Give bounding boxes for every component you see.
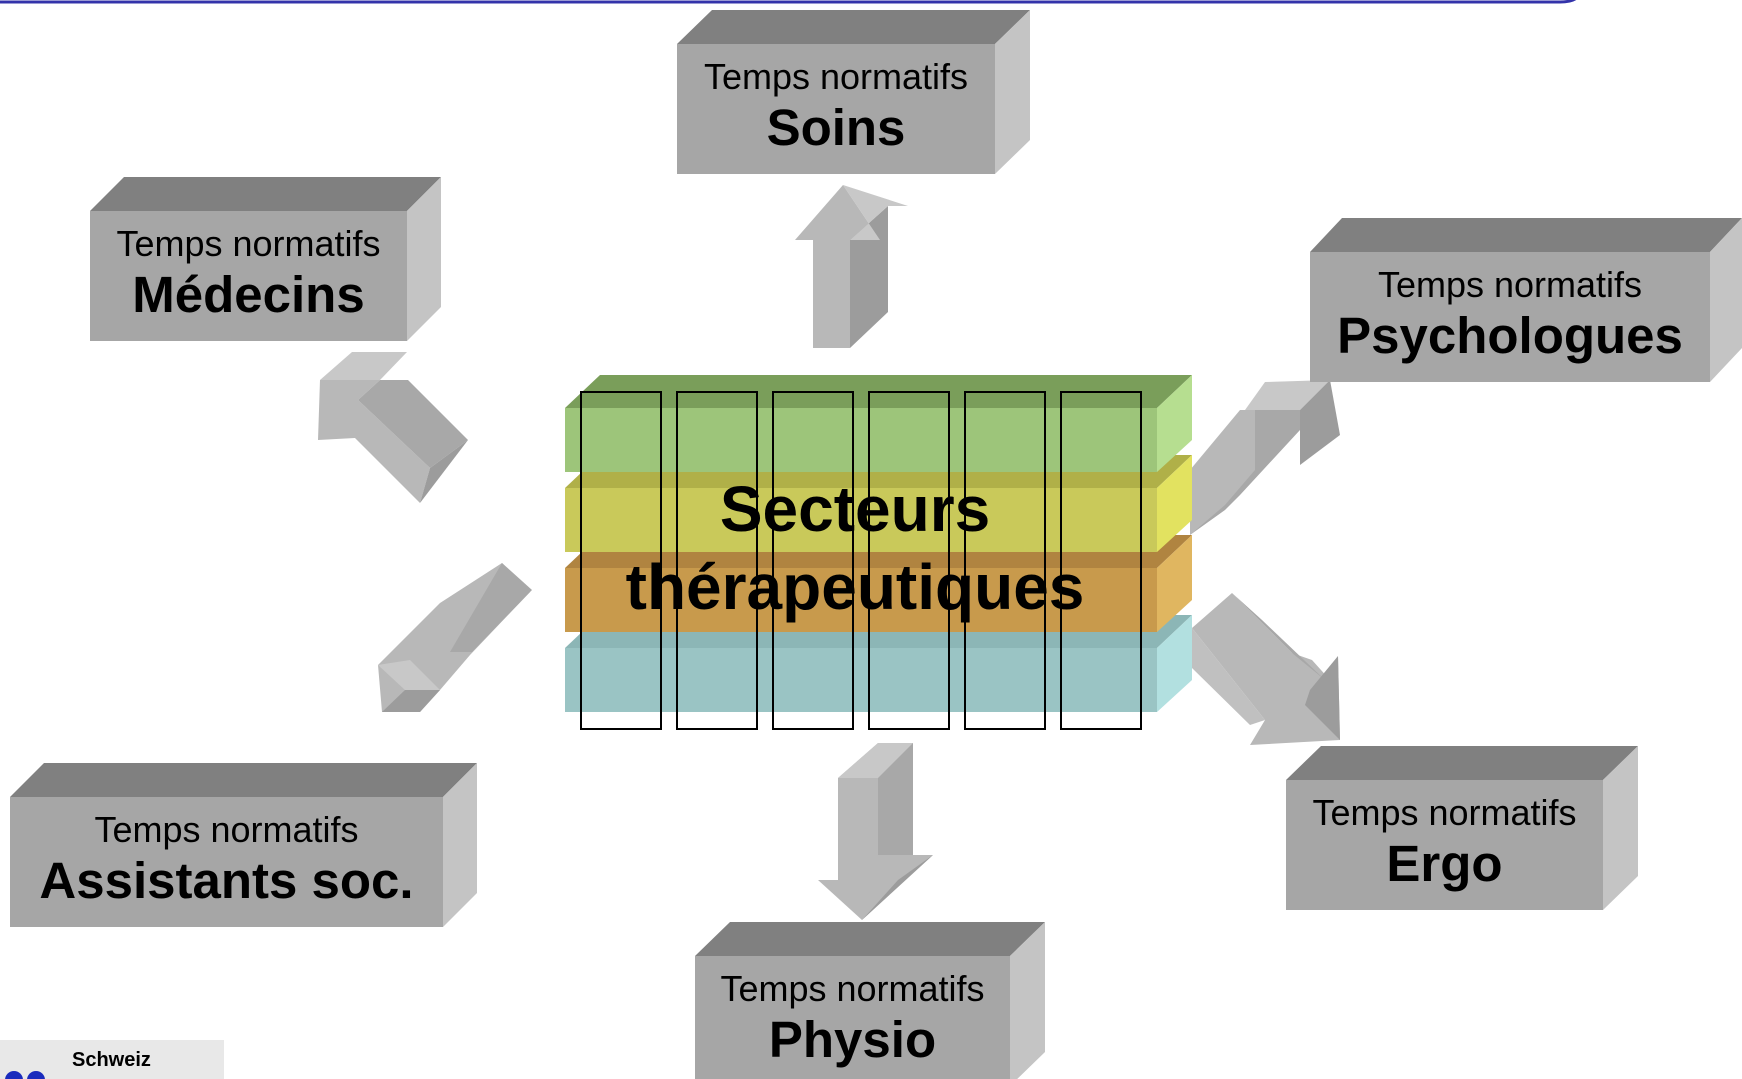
center-title: Secteurs thérapeutiques — [565, 470, 1145, 626]
label-soins: Temps normatifs Soins — [677, 55, 995, 157]
label-physio-main: Physio — [768, 1011, 937, 1068]
label-ergo-sub: Temps normatifs — [1312, 792, 1577, 833]
label-assistants: Temps normatifs Assistants soc. — [10, 808, 443, 910]
label-ergo-main: Ergo — [1386, 835, 1503, 892]
arrow-to-ergo — [1192, 593, 1340, 745]
box-soins — [677, 10, 1030, 174]
label-physio-sub: Temps normatifs — [720, 968, 985, 1009]
label-psychologues-sub: Temps normatifs — [1377, 264, 1643, 305]
box-physio — [695, 922, 1045, 1079]
label-psychologues: Temps normatifs Psychologues — [1310, 263, 1710, 365]
label-soins-main: Soins — [766, 99, 906, 156]
arrow-to-medecins — [318, 352, 468, 503]
label-assistants-main: Assistants soc. — [39, 852, 414, 909]
label-physio: Temps normatifs Physio — [695, 967, 1010, 1069]
logo-text: Schweiz — [72, 1049, 151, 1071]
arrow-to-psychologues — [1190, 380, 1340, 535]
center-title-line2: thérapeutiques — [625, 551, 1085, 623]
label-ergo: Temps normatifs Ergo — [1286, 791, 1603, 893]
label-medecins-main: Médecins — [132, 266, 365, 323]
label-soins-sub: Temps normatifs — [703, 56, 969, 97]
label-medecins: Temps normatifs Médecins — [90, 222, 407, 324]
logo: Schweiz — [0, 1040, 224, 1079]
arrow-to-physio — [818, 743, 933, 920]
label-psychologues-main: Psychologues — [1337, 307, 1683, 364]
label-medecins-sub: Temps normatifs — [116, 223, 381, 264]
arrow-to-soins — [795, 185, 908, 348]
center-title-line1: Secteurs — [719, 473, 991, 545]
box-psychologues — [1310, 218, 1742, 382]
arrow-to-assistants — [378, 563, 532, 712]
box-ergo — [1286, 746, 1638, 910]
therapeutic-sectors-block — [565, 375, 1192, 730]
box-medecins — [90, 177, 441, 341]
box-assistants — [10, 763, 477, 927]
label-assistants-sub: Temps normatifs — [94, 809, 359, 850]
header-line — [0, 0, 1577, 4]
logo-mark-icon — [5, 1071, 45, 1079]
